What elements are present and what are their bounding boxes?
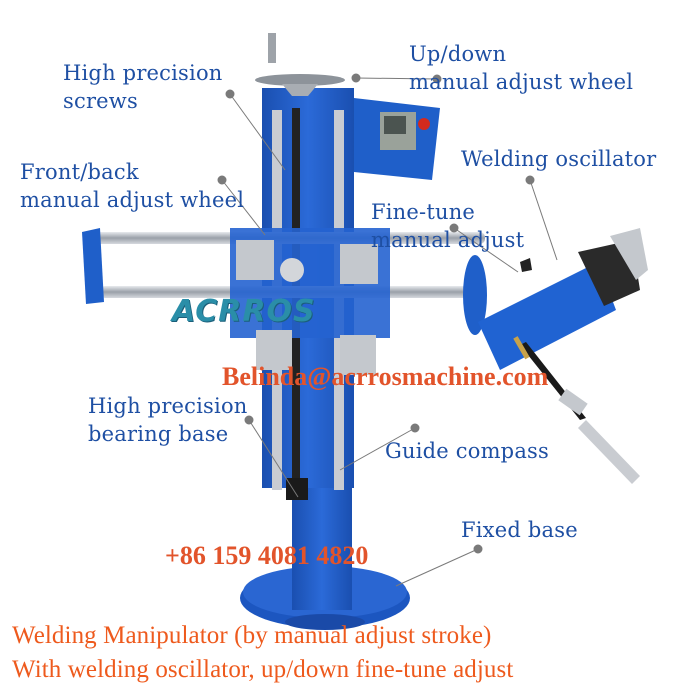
contact-email: Belinda@acrrosmachine.com	[222, 362, 549, 391]
brand-logo: ACRROS	[172, 294, 316, 329]
callout-line: Fixed base	[461, 518, 578, 542]
callout-leaders	[217, 73, 558, 587]
contact-phone: +86 159 4081 4820	[165, 541, 369, 570]
callout-line: Front/back	[20, 160, 139, 184]
callout-line: Welding oscillator	[461, 147, 657, 171]
callout-line: manual adjust wheel	[409, 70, 634, 94]
callout-line: Fine-tune	[371, 200, 476, 224]
callout-line: manual adjust	[371, 228, 525, 252]
callout-up-down-wheel: Up/down manual adjust wheel	[409, 40, 633, 96]
callout-line: High precision	[63, 61, 223, 85]
welding-oscillator-unit	[478, 228, 648, 484]
callout-bearing-base: High precision bearing base	[88, 392, 248, 448]
callout-line: bearing base	[88, 422, 229, 446]
rotary-flange	[463, 255, 487, 335]
callout-fixed-base: Fixed base	[461, 516, 578, 544]
callout-line: screws	[63, 89, 138, 113]
callout-line: Up/down	[409, 42, 507, 66]
callout-line: Guide compass	[385, 439, 549, 463]
callout-line: manual adjust wheel	[20, 188, 245, 212]
caption-line-1: Welding Manipulator (by manual adjust st…	[12, 622, 492, 649]
callout-fine-tune-adjust: Fine-tune manual adjust	[371, 198, 524, 254]
callout-welding-oscillator: Welding oscillator	[461, 145, 656, 173]
callout-line: High precision	[88, 394, 248, 418]
callout-guide-compass: Guide compass	[385, 437, 549, 465]
callout-front-back-wheel: Front/back manual adjust wheel	[20, 158, 244, 214]
caption-line-2: With welding oscillator, up/down fine-tu…	[12, 656, 514, 683]
callout-high-precision-screws: High precision screws	[63, 59, 223, 115]
